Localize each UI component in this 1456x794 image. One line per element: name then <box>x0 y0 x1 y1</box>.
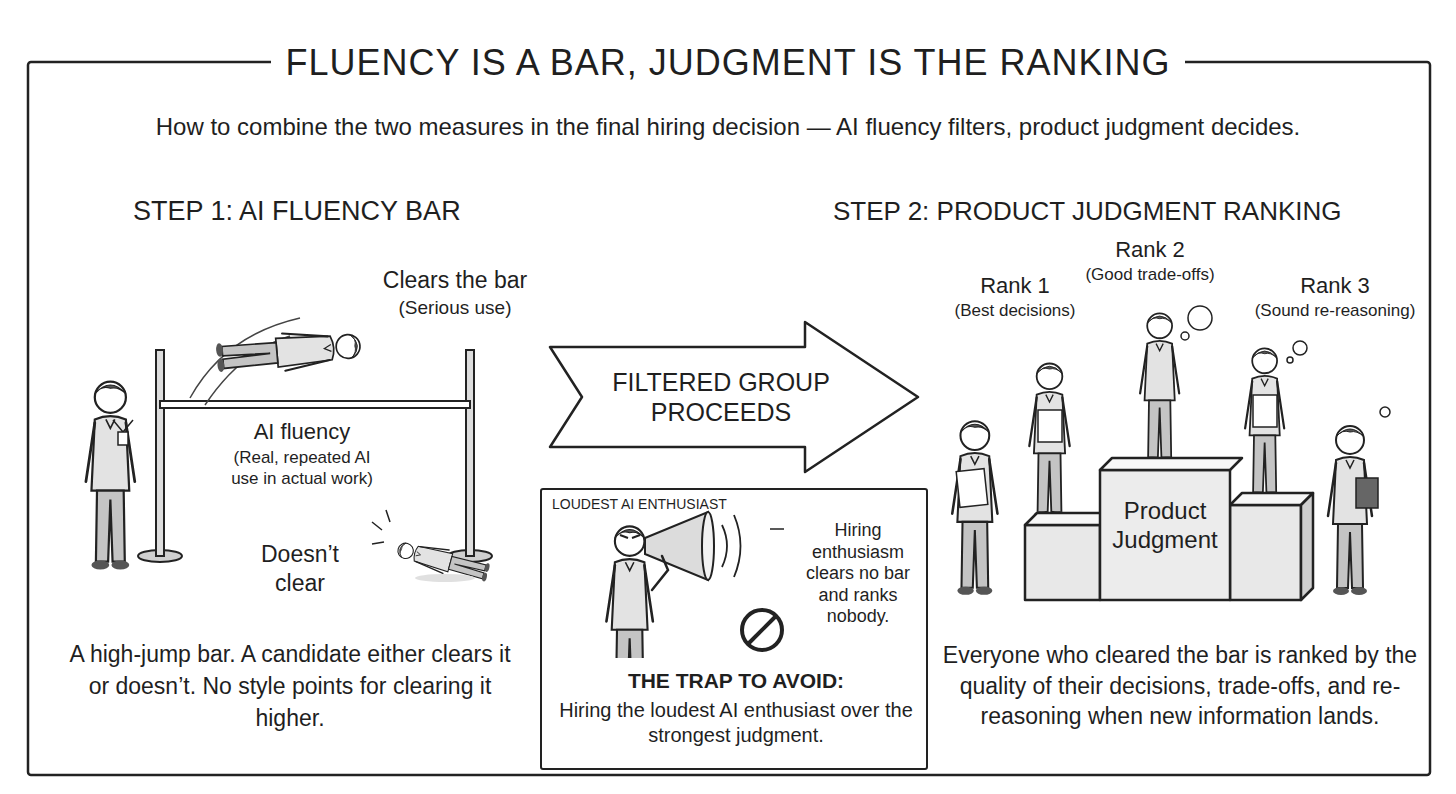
falling-figure <box>372 510 491 585</box>
high-jump-posts <box>138 350 492 562</box>
ranked-people <box>1253 395 1277 427</box>
status-label: Doesn’t clear <box>240 540 360 598</box>
enthusiast-figure <box>722 525 727 567</box>
podium-block <box>1230 493 1313 505</box>
rank-label: Rank 2 <box>1080 236 1220 264</box>
podium-block <box>1025 525 1100 600</box>
subtitle: How to combine the two measures in the f… <box>40 112 1416 142</box>
arrow-shape <box>550 322 920 472</box>
ranked-people <box>952 421 997 595</box>
podium-text: Product Judgment <box>1100 497 1230 555</box>
step-heading: STEP 2: PRODUCT JUDGMENT RANKING <box>833 195 1423 228</box>
title-text: FLUENCY IS A BAR, JUDGMENT IS THE RANKIN… <box>271 42 1184 83</box>
frame <box>28 62 1430 775</box>
ranked-people <box>1038 410 1062 442</box>
enthusiast-figure <box>652 556 668 590</box>
enthusiast-figure <box>748 616 776 644</box>
box-body: Hiring the loudest AI enthusiast over th… <box>556 698 916 748</box>
observer-figure <box>86 382 135 570</box>
observer-figure <box>113 420 133 432</box>
bar-label: AI fluency <box>232 418 372 446</box>
arrow-outline <box>550 322 918 472</box>
ranked-people <box>1140 313 1179 463</box>
box-tag: LOUDEST AI ENTHUSIAST <box>552 496 802 514</box>
falling-figure <box>395 537 491 584</box>
jumper-figure <box>215 327 361 377</box>
bar-note: (Real, repeated AI use in actual work) <box>222 447 382 490</box>
explanation-text: Everyone who cleared the bar is ranked b… <box>935 640 1425 732</box>
explanation-text: A high-jump bar. A candidate either clea… <box>65 638 515 735</box>
rank-note: (Sound re-reasoning) <box>1245 300 1425 321</box>
title: FLUENCY IS A BAR, JUDGMENT IS THE RANKIN… <box>0 40 1456 85</box>
rank-note: (Best decisions) <box>940 300 1090 321</box>
ranked-people <box>956 469 988 508</box>
enthusiast-figure <box>770 528 784 530</box>
falling-figure <box>395 537 491 584</box>
enthusiast-figure <box>620 535 640 538</box>
ranked-people <box>1328 426 1372 595</box>
ranked-people <box>1245 348 1284 498</box>
podium-block <box>1301 493 1313 600</box>
falling-figure <box>372 510 390 544</box>
rank-label: Rank 1 <box>950 272 1080 300</box>
speech-text: Hiring enthusiasm clears no bar and rank… <box>792 520 924 628</box>
ranked-people <box>1181 332 1189 340</box>
high-jump-posts <box>156 350 164 556</box>
podium-block <box>1100 470 1230 600</box>
ranked-people <box>1029 364 1069 519</box>
ranked-people <box>1287 357 1293 363</box>
observer-figure <box>86 382 135 570</box>
ranked-people <box>1380 407 1390 417</box>
ranked-people <box>1188 306 1212 330</box>
box-heading: THE TRAP TO AVOID: <box>552 668 920 694</box>
enthusiast-figure <box>734 515 741 577</box>
flow-arrow: FILTERED GROUP PROCEEDS <box>550 322 920 472</box>
arrow-text: FILTERED GROUP PROCEEDS <box>590 322 852 472</box>
podium-block <box>1100 458 1242 470</box>
high-jump-posts <box>466 350 474 556</box>
ranked-people <box>1293 341 1307 355</box>
rank-note: (Good trade-offs) <box>1070 264 1230 285</box>
status-label: Clears the bar <box>370 266 540 295</box>
rank-label: Rank 3 <box>1260 272 1410 300</box>
status-note: (Serious use) <box>370 296 540 320</box>
enthusiast-figure <box>742 610 782 650</box>
observer-figure <box>118 432 128 445</box>
step-heading: STEP 1: AI FLUENCY BAR <box>133 195 573 229</box>
enthusiast-figure <box>702 512 714 580</box>
jumper-figure <box>190 318 362 405</box>
warning-box: LOUDEST AI ENTHUSIAST Hiring enthusiasm c… <box>540 488 928 770</box>
enthusiast-figure <box>645 512 708 580</box>
falling-figure <box>415 574 475 582</box>
podium-block <box>1230 505 1301 600</box>
podium: Product Judgment <box>1015 445 1315 600</box>
ranked-people <box>1356 478 1378 508</box>
ranked-people <box>952 306 1390 595</box>
jumper-figure <box>215 327 361 377</box>
